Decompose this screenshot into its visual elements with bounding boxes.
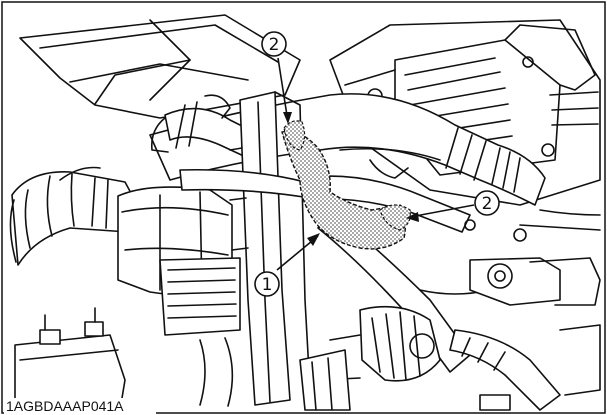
- lower-hose-clamp: [379, 204, 411, 231]
- callout-1-number: 1: [262, 275, 273, 295]
- callout-2-top: 2: [261, 31, 287, 57]
- radiator-frame: [159, 91, 311, 406]
- callout-2-right: 2: [474, 190, 500, 216]
- air-duct: [9, 166, 141, 266]
- arrowhead-2-right: [406, 212, 419, 222]
- figure-code-background: [4, 398, 156, 414]
- figure-code: 1AGBDAAAP041A: [6, 398, 124, 414]
- arrowhead-1: [307, 233, 320, 246]
- leader-line-2-right: [409, 204, 475, 218]
- lower-bracket: [199, 337, 511, 411]
- alternator: [319, 305, 601, 411]
- hood-panel: [19, 14, 301, 119]
- callout-2-top-number: 2: [269, 35, 280, 55]
- callout-1: 1: [254, 271, 280, 297]
- upper-hose-clamp: [283, 120, 306, 151]
- leader-line-2-top: [277, 57, 289, 123]
- callout-2-right-number: 2: [482, 194, 493, 214]
- radiator-hose-highlight: [281, 120, 411, 250]
- battery-box: [14, 307, 126, 411]
- arrowhead-2-top: [283, 112, 292, 124]
